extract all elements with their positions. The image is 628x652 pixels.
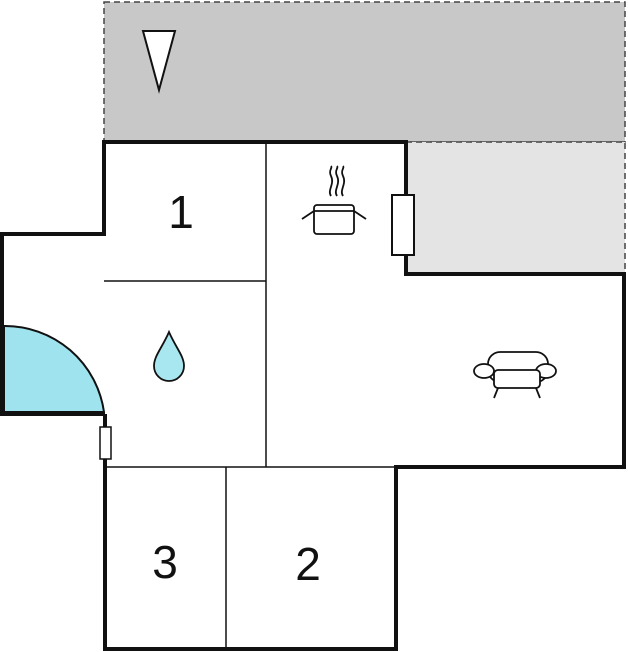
window-small: [99, 426, 112, 460]
balcony-area: [405, 141, 626, 275]
room-label-2: 2: [295, 538, 321, 590]
door-swing-icon: [3, 324, 106, 413]
water-drop-icon: [153, 329, 185, 382]
cooking-pot-icon: [301, 165, 367, 235]
north-arrow-icon: [141, 30, 177, 94]
exterior-walls: [0, 140, 626, 651]
terrace-area: [103, 1, 626, 143]
interior-fill: [2, 142, 624, 649]
window: [391, 194, 415, 256]
room-label-3: 3: [152, 536, 178, 588]
interior-walls: [104, 142, 396, 649]
sofa-icon: [473, 351, 557, 399]
room-label-1: 1: [168, 186, 194, 238]
